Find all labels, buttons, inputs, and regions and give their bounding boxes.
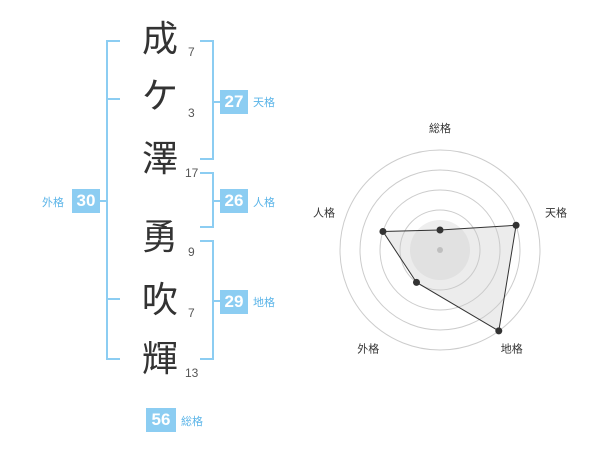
given-char-2: 吹: [141, 280, 178, 321]
given-strokes-3: 13: [185, 366, 199, 380]
given-strokes-1: 9: [188, 245, 195, 259]
gaikaku-value-badge: 30: [72, 189, 100, 213]
radar-axis-label: 外格: [357, 342, 379, 356]
radar-ring: [379, 189, 501, 311]
surname-char-1: 成: [141, 19, 178, 60]
soukaku-value-badge: 56: [146, 408, 176, 432]
chikaku-value-badge: 29: [220, 290, 248, 314]
surname-strokes-1: 7: [188, 45, 195, 59]
given-char-1: 勇: [141, 217, 178, 258]
surname-strokes-3: 17: [185, 166, 199, 180]
radar-axis-label: 人格: [313, 205, 335, 219]
tenkaku-bracket-tick: [200, 40, 214, 42]
jinkaku-value-badge: 26: [220, 189, 248, 213]
soukaku-label: 総格: [181, 415, 203, 428]
chikaku-bracket-tick: [200, 240, 214, 242]
given-char-3: 輝: [141, 339, 178, 380]
gaikaku-bracket-tick: [106, 298, 120, 300]
gaikaku-connector: [98, 200, 108, 202]
radar-points: [379, 221, 520, 335]
gaikaku-bracket-tick: [106, 40, 120, 42]
tenkaku-bracket: [212, 40, 214, 160]
radar-axis-label: 地格: [501, 342, 523, 356]
tenkaku-value-badge: 27: [220, 90, 248, 114]
radar-point: [436, 226, 444, 234]
radar-point: [412, 278, 420, 286]
radar-ring: [339, 149, 541, 351]
chikaku-label: 地格: [253, 296, 275, 309]
chikaku-connector: [212, 300, 222, 302]
radar-center-dot: [437, 247, 443, 253]
jinkaku-bracket-tick: [200, 226, 214, 228]
tenkaku-connector: [212, 101, 222, 103]
jinkaku-bracket-tick: [200, 172, 214, 174]
surname-char-2: ケ: [141, 76, 178, 117]
radar-rings: [339, 149, 541, 351]
radar-point: [379, 227, 387, 235]
tenkaku-label: 天格: [253, 96, 275, 109]
gaikaku-bracket-tick: [106, 358, 120, 360]
tenkaku-bracket-tick: [200, 158, 214, 160]
radar-ring: [399, 209, 481, 291]
radar-point: [512, 221, 520, 229]
gaikaku-bracket-tick: [106, 98, 120, 100]
radar-axis-label: 総格: [429, 121, 451, 135]
gaikaku-label: 外格: [42, 196, 64, 209]
radar-shape: [382, 224, 517, 332]
radar-ring: [359, 169, 521, 331]
chikaku-bracket-tick: [200, 358, 214, 360]
radar-point: [495, 327, 503, 335]
radar-axis-label: 天格: [545, 205, 567, 219]
jinkaku-label: 人格: [253, 196, 275, 209]
given-strokes-2: 7: [188, 306, 195, 320]
jinkaku-connector: [212, 200, 222, 202]
surname-strokes-2: 3: [188, 106, 195, 120]
surname-char-3: 澤: [141, 139, 178, 180]
radar-polygon: [382, 224, 517, 332]
